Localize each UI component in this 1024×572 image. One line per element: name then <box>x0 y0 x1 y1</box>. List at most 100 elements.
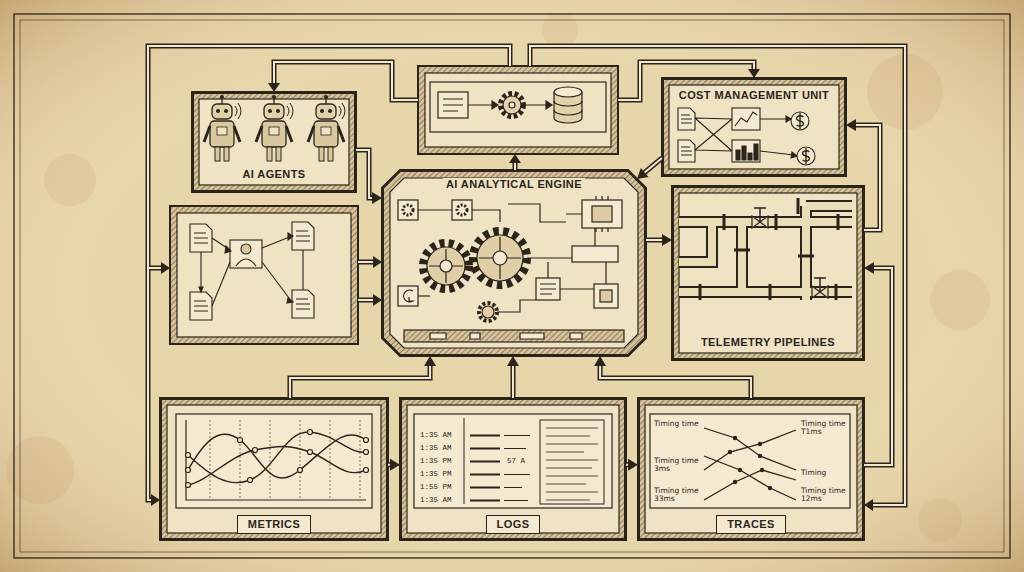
flow-arrow <box>646 237 664 242</box>
pipe-network <box>752 216 828 298</box>
metrics-chart <box>188 432 366 483</box>
flow-arrow <box>356 150 374 198</box>
metrics-chart <box>186 430 369 488</box>
engine-machinery <box>452 200 472 220</box>
engine-machinery <box>482 306 494 318</box>
data-store-icons <box>430 82 606 132</box>
box-title: AI AGENTS <box>239 168 308 181</box>
panel-frame <box>669 85 839 169</box>
engine-machinery <box>582 200 622 228</box>
analytical-engine: AI ANALYTICAL ENGINE <box>382 170 646 356</box>
log-timestamp: 1:55 PM <box>419 483 453 491</box>
workflow-icons <box>190 222 314 320</box>
cost-icons <box>797 113 804 129</box>
data-store-icons <box>509 102 515 108</box>
flow-arrow <box>600 364 751 398</box>
cost-icons <box>736 144 758 160</box>
flow-arrow <box>594 356 751 398</box>
arrow-head <box>424 356 436 366</box>
cost-icons <box>760 119 794 155</box>
panel-frame <box>192 92 356 192</box>
box-title: AI ANALYTICAL ENGINE <box>443 178 585 191</box>
engine-machinery <box>430 333 582 339</box>
trace-graph <box>758 454 762 458</box>
engine-machinery <box>404 330 624 342</box>
trace-timing: Timing time 33ms <box>653 487 701 504</box>
trace-graph <box>768 486 772 490</box>
flow-arrow <box>512 364 514 398</box>
log-entry: 57 A <box>506 457 526 465</box>
engine-machinery <box>477 235 523 281</box>
panel-frame <box>407 405 619 533</box>
log-timestamp: 1:35 AM <box>419 444 453 452</box>
trace-graph <box>738 468 742 472</box>
trace-timing: Timing <box>800 469 848 477</box>
workflow-icons <box>241 244 251 254</box>
pipe-network <box>700 198 838 300</box>
log-timestamp: 1:35 PM <box>419 457 453 465</box>
engine-machinery <box>594 284 618 308</box>
arrow-head <box>864 262 874 274</box>
log-table <box>414 414 612 508</box>
engine-machinery <box>457 205 467 215</box>
panel-frame <box>170 206 358 344</box>
flow-arrow <box>864 262 892 465</box>
data-store-icons <box>554 87 582 97</box>
log-table <box>464 418 465 504</box>
log-timestamp: 1:35 AM <box>419 431 453 439</box>
log-table <box>414 414 612 508</box>
pipe-network <box>754 208 826 292</box>
pipe-network <box>679 206 852 300</box>
flow-arrow <box>290 364 430 398</box>
engine-machinery <box>418 295 430 296</box>
workflow-icons <box>190 222 314 320</box>
arrow-head <box>628 459 638 471</box>
trace-graph <box>760 468 764 472</box>
flow-arrow <box>290 364 430 398</box>
engine-machinery <box>497 228 606 312</box>
engine-machinery <box>423 243 469 289</box>
panel-label: TRACES <box>716 515 786 534</box>
metrics-chart <box>186 483 191 488</box>
log-table <box>470 436 500 501</box>
metrics-chart <box>186 453 191 458</box>
trace-graph <box>758 442 762 446</box>
engine-machinery <box>479 237 521 279</box>
log-table <box>504 436 530 501</box>
engine-machinery <box>536 278 560 300</box>
cost-icons <box>791 112 809 130</box>
trace-graph <box>704 428 796 500</box>
flow-arrow <box>643 158 662 174</box>
engine-machinery <box>398 196 624 342</box>
robot-figure <box>256 95 293 161</box>
trace-graph <box>728 450 732 454</box>
engine-machinery <box>473 231 527 285</box>
trace-graph <box>650 414 850 508</box>
metrics-chart <box>253 448 258 453</box>
flow-arrow <box>643 158 662 174</box>
panel-frame <box>425 73 611 147</box>
data-store-icons <box>501 94 523 116</box>
engine-machinery <box>493 251 507 265</box>
arrow-head <box>372 192 382 204</box>
parchment <box>542 12 578 48</box>
panel-frame <box>177 213 351 337</box>
metrics-chart <box>176 414 372 508</box>
parchment <box>6 436 74 504</box>
metrics-chart <box>364 468 369 473</box>
metrics-chart <box>238 438 243 443</box>
engine-machinery <box>398 286 418 306</box>
engine-machinery <box>418 204 582 222</box>
metrics-chart <box>176 414 372 508</box>
panel-frame <box>672 186 864 360</box>
box-title: TELEMETRY PIPELINES <box>698 336 838 349</box>
cost-unit: COST MANAGEMENT UNIT <box>662 78 846 176</box>
flow-arrow <box>626 459 638 471</box>
page-frame <box>14 14 1010 558</box>
